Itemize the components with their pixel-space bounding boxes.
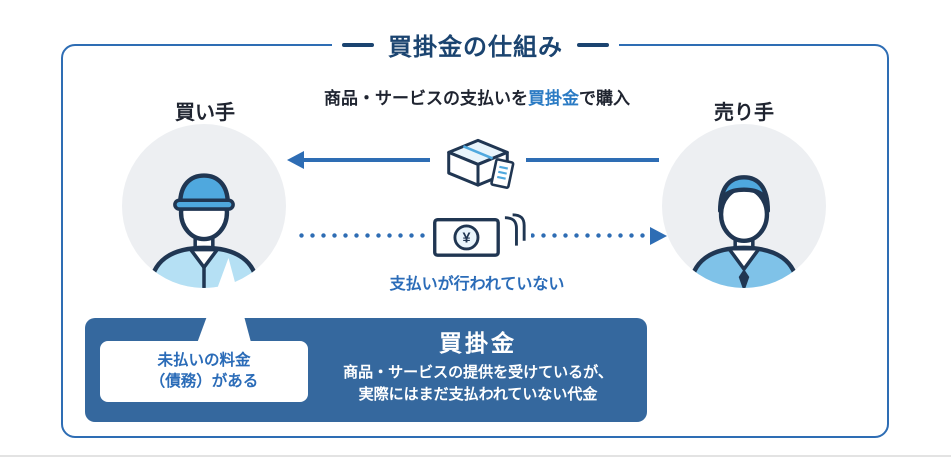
- seller-avatar-circle: [662, 124, 826, 288]
- purchase-caption-suffix: で購入: [579, 89, 630, 108]
- purchase-caption-highlight: 買掛金: [528, 89, 579, 108]
- callout-line1: 未払いの料金: [157, 351, 251, 369]
- title-dash-left: [342, 42, 374, 47]
- banknotes-icon-wrap: ¥: [425, 211, 531, 261]
- yen-symbol: ¥: [462, 231, 470, 247]
- payment-arrowhead: [650, 227, 667, 245]
- definition-desc-2: 実際にはまだ支払われていない代金: [358, 385, 598, 403]
- seller-label: 売り手: [714, 102, 774, 124]
- businessman-icon: [688, 175, 800, 288]
- unpaid-caption: 支払いが行われていない: [389, 276, 565, 293]
- callout-line2: （債務）がある: [149, 372, 259, 390]
- package-icon: [447, 138, 515, 189]
- buyer-label: 買い手: [175, 102, 235, 124]
- callout-box: 未払いの料金 （債務）がある: [100, 341, 308, 402]
- definition-title: 買掛金: [439, 330, 517, 356]
- diagram-title: 買掛金の仕組み: [388, 34, 563, 61]
- buyer-avatar-circle: [122, 124, 286, 288]
- page-divider: [0, 455, 951, 457]
- title-dash-right: [577, 42, 609, 47]
- definition-text: 買掛金 商品・サービスの提供を受けているが、 実際にはまだ支払われていない代金: [318, 324, 638, 406]
- purchase-caption: 商品・サービスの支払いを買掛金で購入: [277, 84, 677, 109]
- banknotes-icon: ¥: [433, 213, 526, 257]
- delivery-arrowhead: [287, 151, 304, 169]
- title-wrap: 買掛金の仕組み: [0, 27, 951, 62]
- worker-with-cap-icon: [148, 173, 260, 288]
- purchase-caption-prefix: 商品・サービスの支払いを: [324, 89, 528, 108]
- package-icon-wrap: [430, 128, 526, 194]
- definition-desc-1: 商品・サービスの提供を受けているが、: [343, 364, 613, 381]
